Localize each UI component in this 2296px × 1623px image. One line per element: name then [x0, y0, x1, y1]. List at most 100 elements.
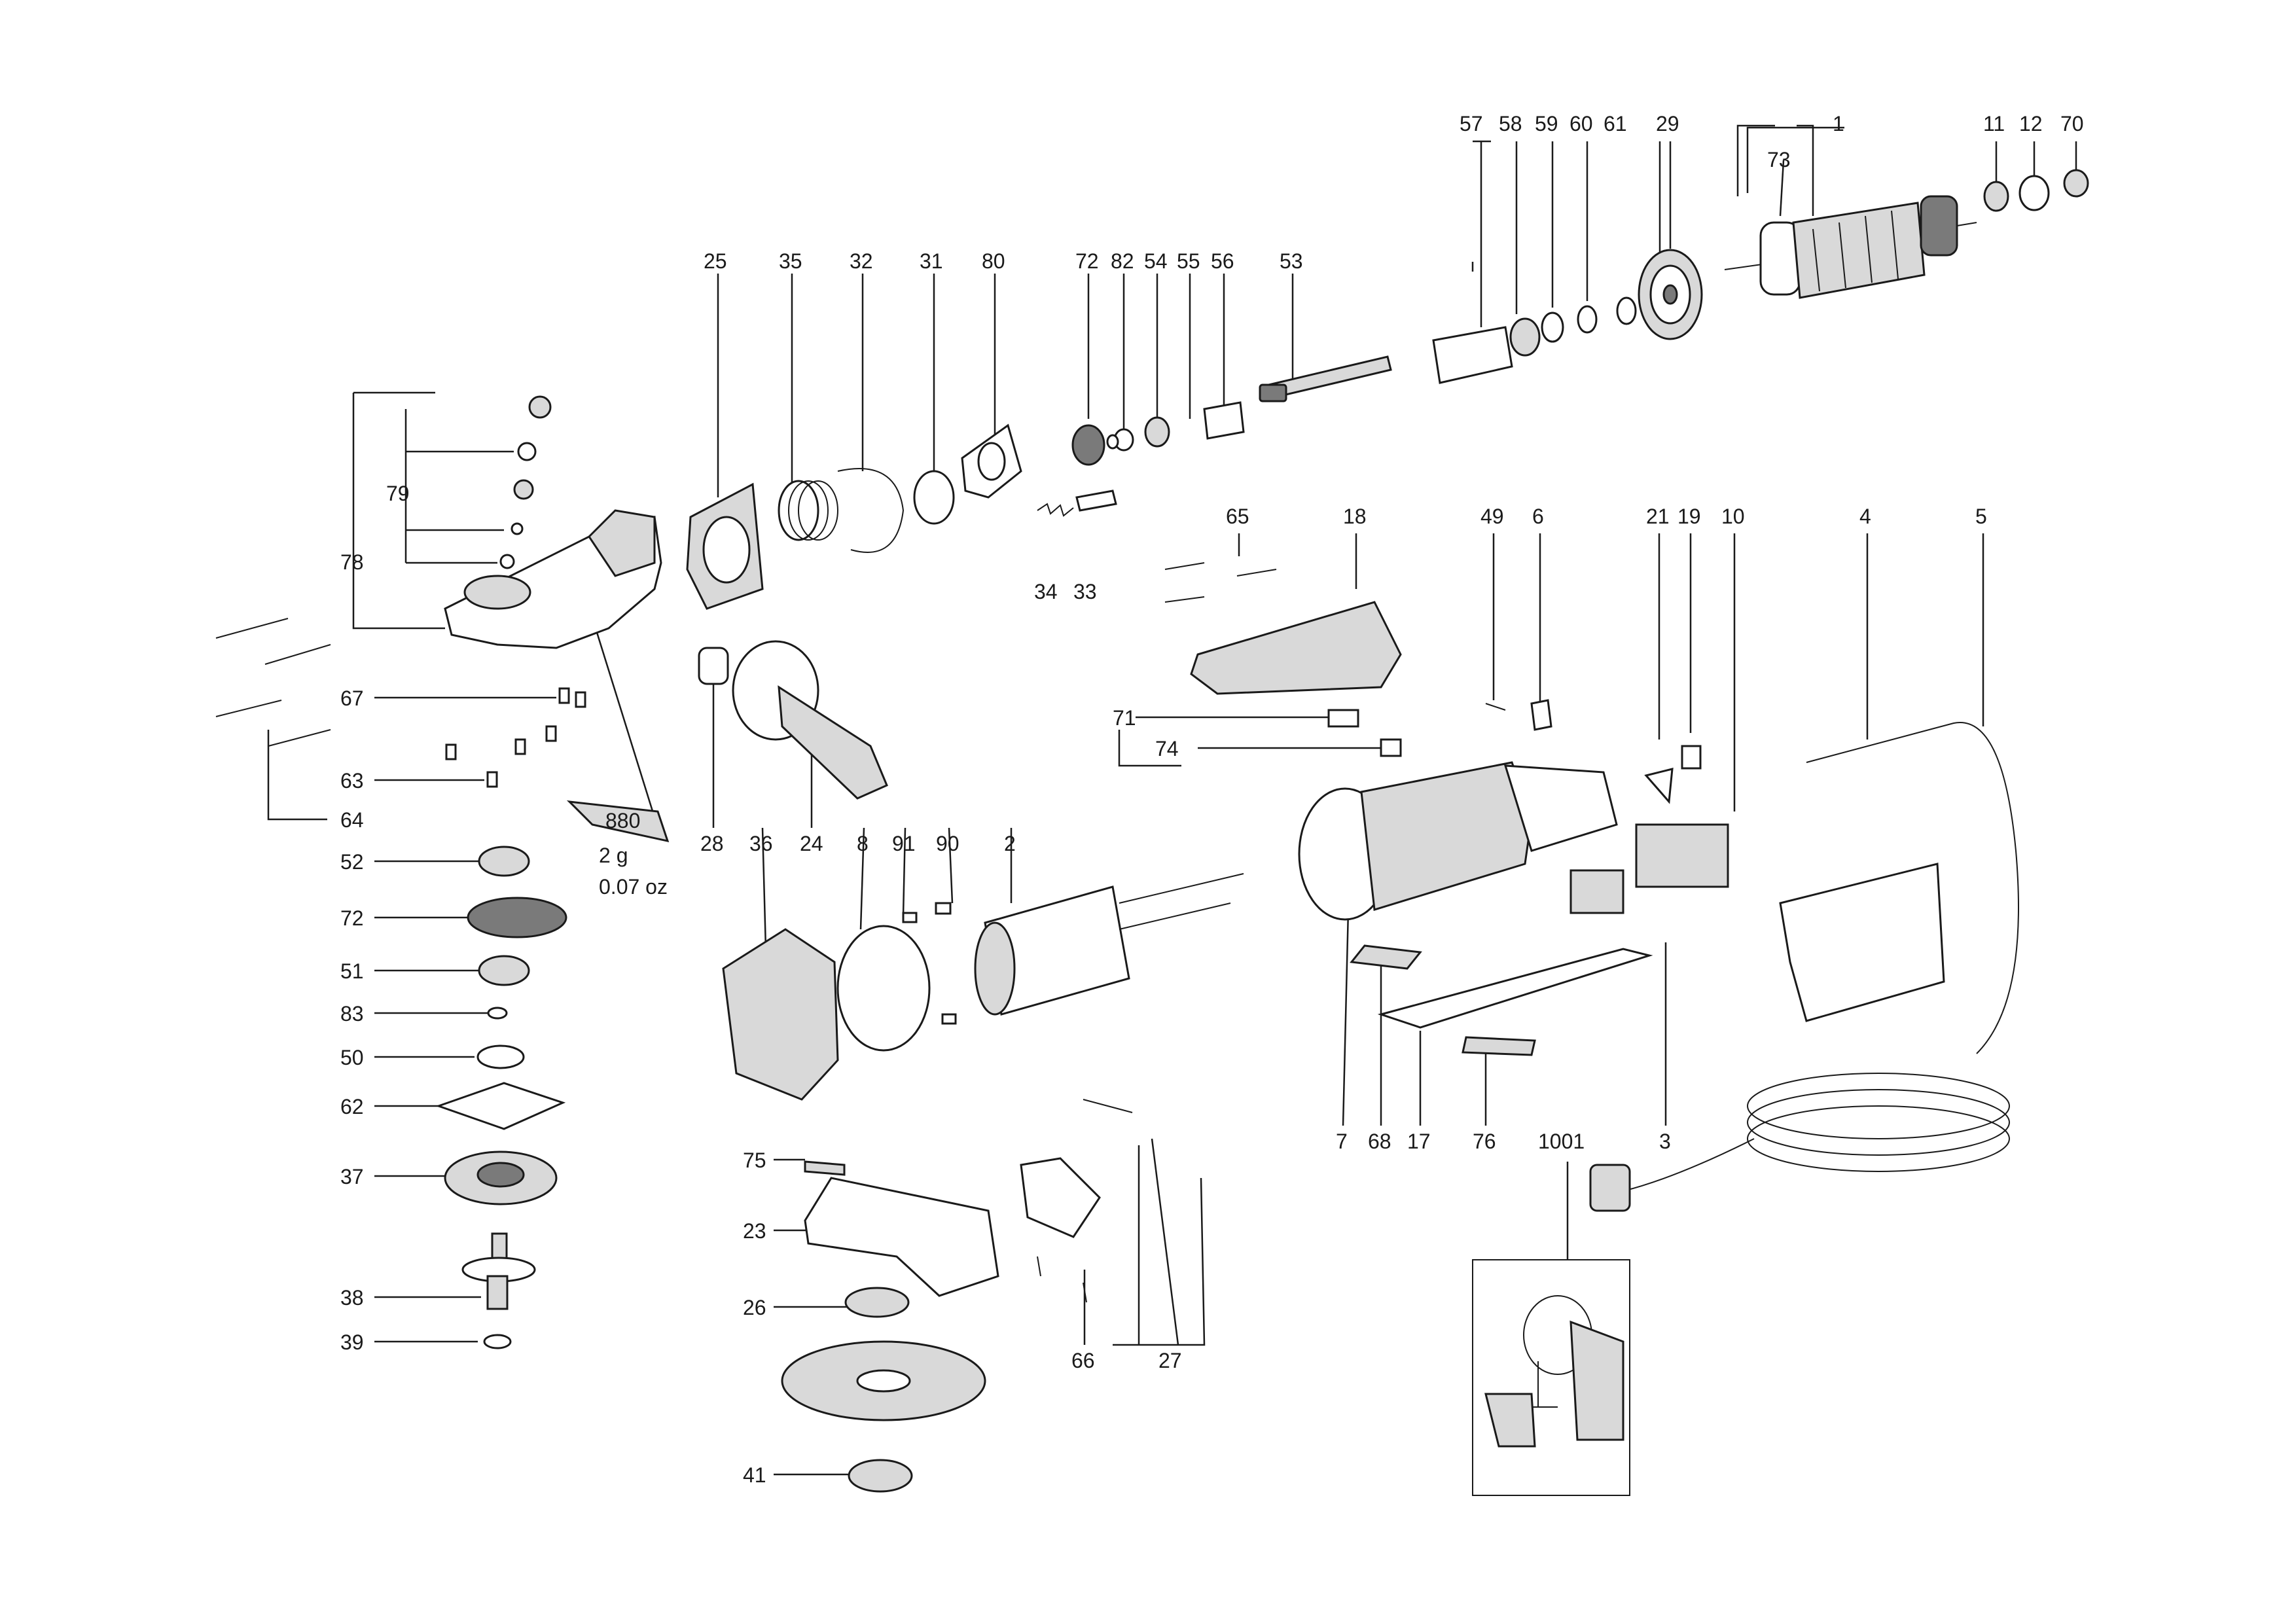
- grease-weight-g: 2 g: [599, 844, 628, 867]
- label-79: 79: [386, 482, 410, 505]
- label-66: 66: [1071, 1349, 1095, 1372]
- ring-60-part: [1577, 305, 1598, 334]
- ring-79b-part: [517, 442, 537, 461]
- guard-23-part: [804, 1177, 999, 1297]
- screw-49-part: [1485, 703, 1506, 711]
- brush-74-part: [1380, 738, 1402, 757]
- label-75: 75: [743, 1149, 766, 1172]
- label-23: 23: [743, 1219, 766, 1243]
- clip-21-part: [1644, 768, 1674, 804]
- cap-70-part: [2063, 169, 2089, 198]
- ring-31-part: [913, 470, 955, 525]
- label-82: 82: [1111, 249, 1134, 273]
- label-76: 76: [1473, 1130, 1496, 1153]
- label-73: 73: [1767, 148, 1791, 171]
- label-1001: 1001: [1538, 1130, 1585, 1153]
- label-21: 21: [1646, 505, 1670, 528]
- label-5: 5: [1975, 505, 1987, 528]
- label-80: 80: [982, 249, 1005, 273]
- label-24: 24: [800, 832, 823, 855]
- label-38: 38: [340, 1286, 364, 1310]
- label-29: 29: [1656, 112, 1679, 135]
- label-72-left: 72: [340, 906, 364, 930]
- label-8: 8: [857, 832, 869, 855]
- label-68-part: [1350, 944, 1422, 970]
- ring-39-part: [483, 1334, 512, 1349]
- ring-61-part: [1616, 296, 1637, 325]
- side-handle-24-part: [732, 640, 888, 800]
- bearing-51-part: [478, 955, 530, 986]
- handle-cover-part: [1779, 863, 1945, 1022]
- label-6: 6: [1532, 505, 1544, 528]
- fan-part: [1638, 249, 1703, 340]
- label-49: 49: [1480, 505, 1504, 528]
- bearing-12-part: [2018, 175, 2050, 211]
- small-screws-part: [445, 687, 586, 788]
- bushing-28-part: [698, 647, 729, 685]
- label-19: 19: [1677, 505, 1701, 528]
- label-56: 56: [1211, 249, 1234, 273]
- label-3: 3: [1659, 1130, 1671, 1153]
- leader-lines: [267, 124, 2077, 1476]
- label-51: 51: [340, 959, 364, 983]
- screw-66b-part: [1037, 1256, 1041, 1277]
- label-74: 74: [1155, 737, 1179, 760]
- label-31: 31: [920, 249, 943, 273]
- bearing-11-part: [1983, 181, 2009, 212]
- label-90: 90: [936, 832, 960, 855]
- clip-90-part: [935, 902, 952, 915]
- label-62: 62: [340, 1095, 364, 1118]
- label-11: 11: [1983, 112, 2005, 135]
- lever-33-part: [1075, 490, 1117, 512]
- label-61: 61: [1604, 112, 1627, 135]
- label-76-part: [1462, 1036, 1536, 1056]
- switch-rod-17-part: [1377, 948, 1653, 1029]
- label-75-part: [804, 1160, 846, 1176]
- label-39: 39: [340, 1330, 364, 1354]
- label-28: 28: [700, 832, 724, 855]
- ring-79d-part: [511, 522, 524, 535]
- flange-37-hub: [476, 1162, 525, 1188]
- label-17: 17: [1407, 1130, 1431, 1153]
- label-34: 34: [1034, 580, 1058, 603]
- part-shapes: [215, 126, 2089, 1496]
- module-10-part: [1635, 823, 1729, 888]
- ring-8-part: [836, 925, 931, 1052]
- label-70: 70: [2060, 112, 2084, 135]
- label-59: 59: [1535, 112, 1558, 135]
- label-7: 7: [1336, 1130, 1348, 1153]
- ring-79e-part: [499, 554, 515, 569]
- screw-66a-part: [1083, 1099, 1133, 1113]
- label-68: 68: [1368, 1130, 1391, 1153]
- label-10: 10: [1721, 505, 1745, 528]
- spindle-53-part: [1259, 355, 1392, 402]
- label-54: 54: [1144, 249, 1168, 273]
- spring-34-part: [1037, 503, 1074, 517]
- label-91: 91: [892, 832, 916, 855]
- label-58: 58: [1499, 112, 1522, 135]
- label-12: 12: [2019, 112, 2043, 135]
- clip-32-part: [837, 468, 905, 553]
- plate-80-hole: [977, 442, 1006, 481]
- label-57: 57: [1460, 112, 1483, 135]
- armature-part: [1724, 195, 1977, 299]
- disc-hole: [856, 1369, 911, 1393]
- ring-79a-part: [528, 395, 552, 419]
- brush-holder-71-part: [1327, 709, 1359, 728]
- label-37: 37: [340, 1165, 364, 1188]
- label-65: 65: [1226, 505, 1249, 528]
- label-41: 41: [743, 1463, 766, 1487]
- grease-880-part: [566, 800, 670, 843]
- cover-36-part: [722, 928, 839, 1101]
- flange-25-hole: [702, 516, 751, 584]
- bearing-58-part: [1509, 317, 1541, 357]
- brush-19-part: [1681, 745, 1702, 770]
- bushing-56-part: [1203, 401, 1245, 440]
- ring-82-part: [1106, 434, 1119, 450]
- flange-26-part: [844, 1287, 910, 1318]
- clip-6-part: [1530, 699, 1552, 731]
- screw-66c-part: [1083, 1282, 1087, 1303]
- label-2: 2: [1004, 832, 1016, 855]
- label-64: 64: [340, 808, 364, 832]
- ring-83-part: [487, 1007, 508, 1020]
